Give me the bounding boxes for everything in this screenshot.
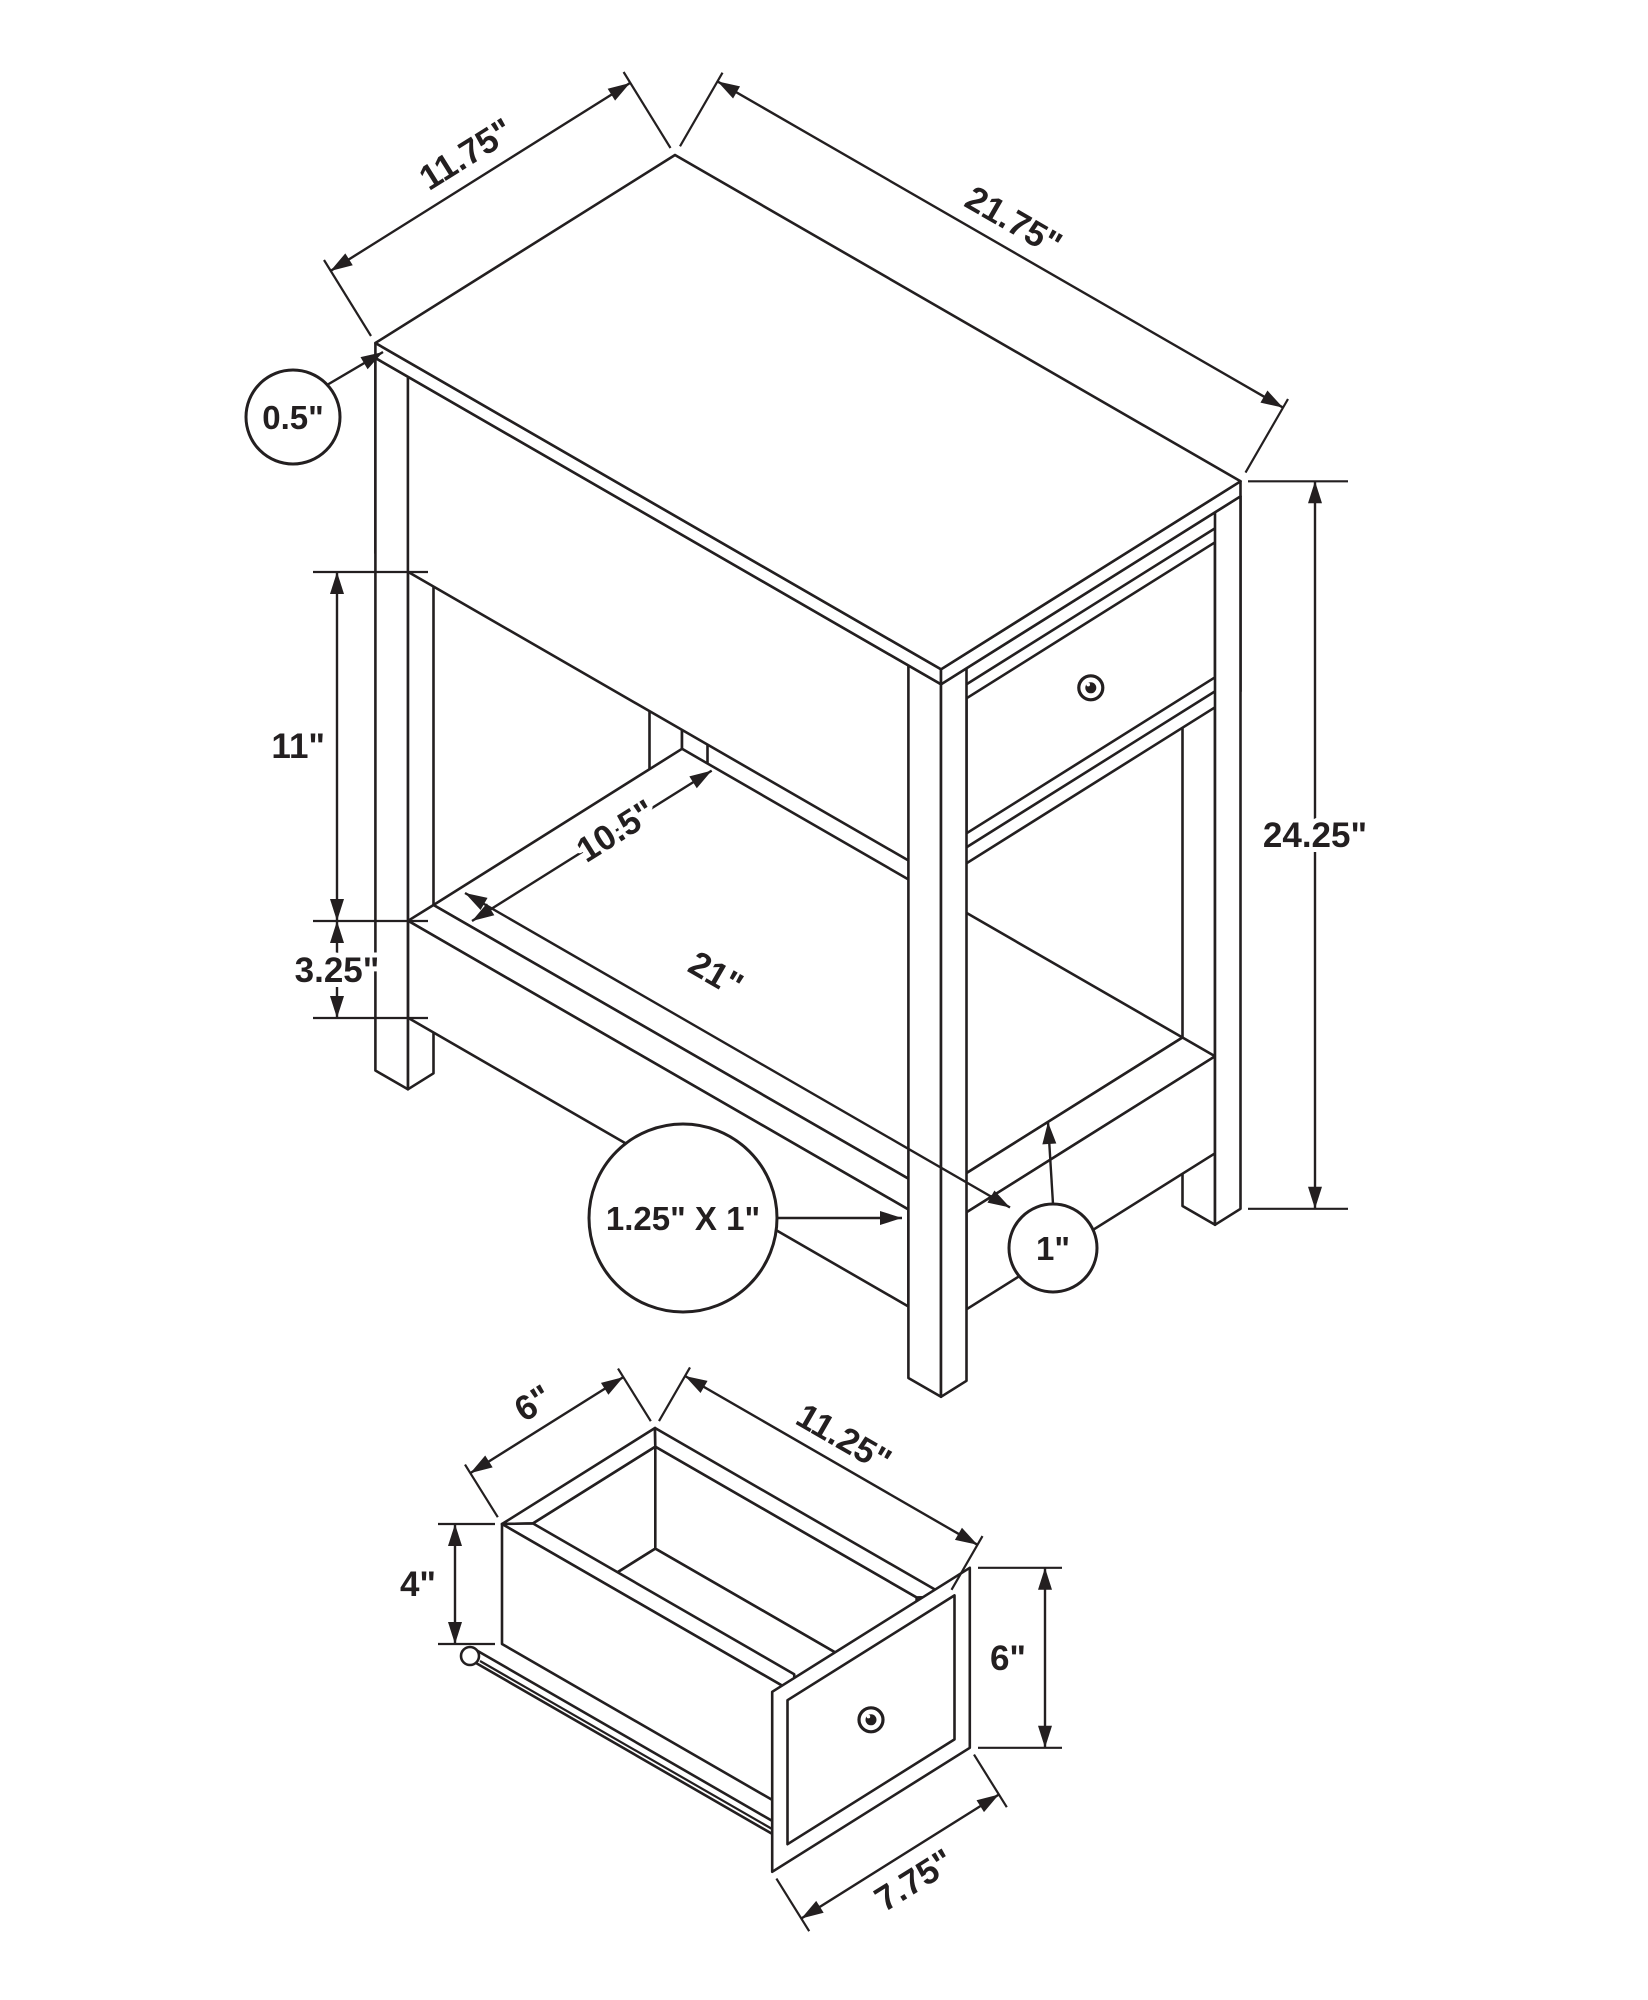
dim-drawer-front-height: 6" — [978, 1566, 1062, 1749]
dim-label-drawer-front-height: 6" — [990, 1639, 1026, 1678]
dim-apron-to-shelf: 11" — [266, 570, 428, 923]
drawer-knob-icon — [1077, 674, 1105, 702]
drawer-knob-icon — [857, 1706, 885, 1734]
dim-shelf-rail-height: 3.25" — [290, 921, 428, 1020]
dim-label-shelf-clearance: 1" — [1036, 1230, 1070, 1267]
dim-label-shelf-rail-height: 3.25" — [295, 951, 380, 990]
dim-label-top-thickness: 0.5" — [262, 399, 324, 436]
dim-label-overall-height: 24.25" — [1263, 816, 1367, 855]
dim-label-drawer-box-height: 4" — [400, 1565, 436, 1604]
table-isometric-drawing: 11.75" 21.75" 0.5" 11" 3.25" — [244, 71, 1372, 1399]
drawer-isometric-drawing: 6" 11.25" 4" 6" 7.75" — [395, 1366, 1062, 1932]
dim-overall-height: 24.25" — [1248, 480, 1372, 1210]
dim-leg-size: 1.25" X 1" — [587, 1122, 902, 1314]
dim-drawer-box-height: 4" — [395, 1522, 495, 1646]
dim-label-apron-to-shelf: 11" — [271, 727, 325, 766]
dim-label-drawer-front-width: 7.75" — [868, 1841, 961, 1919]
table-top — [374, 153, 1242, 686]
dim-top-thickness: 0.5" — [244, 350, 384, 466]
table-lower-shelf — [406, 747, 1217, 1311]
dim-label-leg-size: 1.25" X 1" — [606, 1200, 760, 1237]
dim-shelf-clearance: 1" — [1007, 1121, 1099, 1294]
